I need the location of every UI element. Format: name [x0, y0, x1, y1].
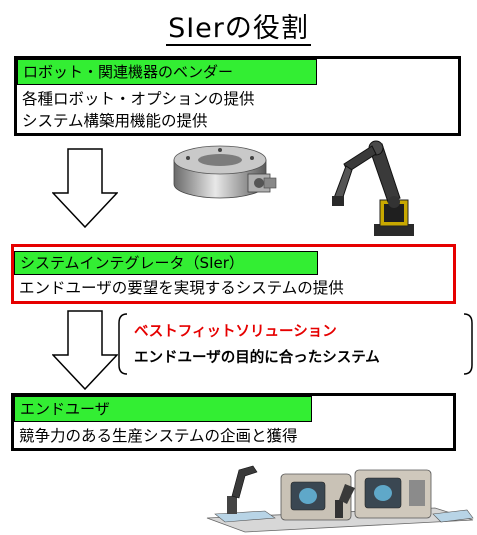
production-line-image	[205, 456, 475, 534]
down-arrow-2	[52, 310, 118, 390]
solution-subtitle: エンドユーザの目的に合ったシステム	[134, 350, 380, 366]
sier-tag: システムインテグレータ（SIer）	[14, 251, 318, 275]
page-title-text: SIerの役割	[166, 13, 311, 46]
page-title: SIerの役割	[0, 6, 477, 46]
enduser-tag: エンドユーザ	[14, 396, 312, 422]
sier-box: システムインテグレータ（SIer） エンドユーザの要望を実現するシステムの提供	[11, 244, 456, 304]
solution-title: ベストフィットソリューション	[134, 324, 337, 340]
down-arrow-1	[52, 148, 118, 228]
vendor-line-1: 各種ロボット・オプションの提供	[22, 90, 255, 108]
robot-arm-image	[330, 138, 430, 238]
vendor-line-2: システム構築用機能の提供	[22, 112, 208, 130]
sier-line-1: エンドユーザの要望を実現するシステムの提供	[19, 279, 344, 297]
enduser-box: エンドユーザ 競争力のある生産システムの企画と獲得	[11, 393, 456, 451]
vendor-box: ロボット・関連機器のベンダー 各種ロボット・オプションの提供 システム構築用機能…	[14, 56, 461, 136]
solution-left-bracket	[117, 313, 129, 375]
solution-right-bracket	[462, 313, 474, 375]
enduser-line-1: 競争力のある生産システムの企画と獲得	[19, 427, 298, 445]
vendor-tag: ロボット・関連機器のベンダー	[17, 59, 317, 85]
force-sensor-image	[168, 142, 278, 210]
